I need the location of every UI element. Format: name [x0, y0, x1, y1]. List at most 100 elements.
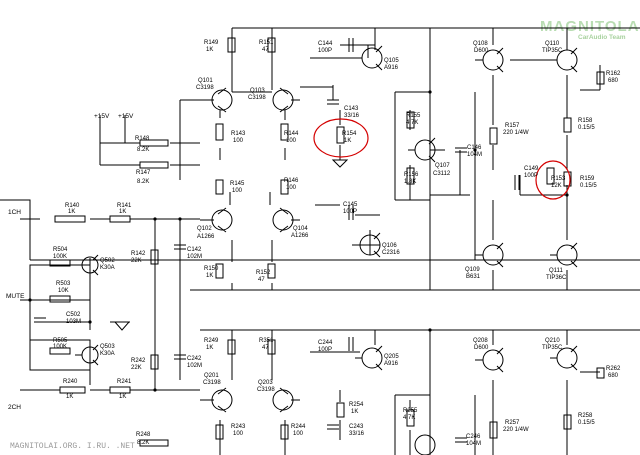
- transistor-Q104: [272, 207, 300, 233]
- highlight-r154: [313, 118, 369, 158]
- part-C246-ref: C246: [466, 434, 481, 440]
- part-R255-val: 4.7K: [403, 415, 415, 421]
- part-Q102-ref: Q102: [197, 226, 212, 232]
- part-R257-ref: R257: [505, 420, 520, 426]
- part-Q102-val: A1266: [197, 234, 215, 240]
- part-Q105-val: A916: [384, 65, 399, 71]
- part-R262-val: 680: [608, 373, 619, 379]
- part-labels: R149 1K R151 47 C144 100P Q105 A916 Q108…: [53, 40, 621, 447]
- input-2ch-label: 2CH: [8, 404, 21, 411]
- part-R150-val: 1K: [206, 273, 213, 279]
- part-C144-val: 100P: [318, 48, 332, 54]
- footer-watermark: MAGNITOLAI.ORG. I.RU. .NET: [10, 442, 135, 451]
- part-Q104-val: A1266: [291, 233, 309, 239]
- transistor-Q210: [550, 345, 578, 371]
- part-C146-ref: C146: [467, 145, 482, 151]
- part-R257-val: 220 1/4W: [503, 427, 529, 433]
- transistors: [75, 45, 578, 455]
- part-R244-ref: R244: [291, 424, 306, 430]
- part-Q502-ref: Q502: [100, 258, 115, 264]
- part-C502-ref: C502: [66, 312, 81, 318]
- part-R241-val: 1K: [119, 394, 126, 400]
- watermark-brand: MAGNITOLA: [540, 18, 640, 35]
- part-R248-ref: R248: [136, 432, 151, 438]
- transistor-Q207: [414, 434, 436, 455]
- part-R148-ref: R148: [135, 136, 150, 142]
- transistor-Q110: [550, 47, 578, 73]
- part-R351-ref: R351: [259, 338, 274, 344]
- part-Q201-ref: Q201: [204, 373, 219, 379]
- capacitors: [34, 38, 520, 443]
- part-C502-val: 103M: [66, 319, 81, 325]
- part-R145-ref: R145: [230, 181, 245, 187]
- part-R152-val: 47: [258, 277, 265, 283]
- resistor-bodies: [49, 37, 605, 447]
- part-R155-ref: R155: [406, 113, 421, 119]
- part-R158-val: 0.15/5: [578, 125, 595, 131]
- part-Q205-ref: Q205: [384, 354, 399, 360]
- part-R146-val: 100: [286, 185, 297, 191]
- part-Q210-val: TIP35C: [542, 345, 563, 351]
- transistor-Q503: [75, 344, 99, 366]
- part-R242-val: 22K: [131, 365, 142, 371]
- part-R157-ref: R157: [505, 123, 520, 129]
- part-R249-val: 1K: [206, 345, 213, 351]
- part-R143-ref: R143: [231, 131, 246, 137]
- part-R140-val: 1K: [68, 209, 75, 215]
- part-R152-ref: R152: [256, 270, 271, 276]
- part-R143-val: 100: [233, 138, 244, 144]
- part-R258-ref: R258: [578, 413, 593, 419]
- part-Q109-val: B631: [466, 274, 481, 280]
- wiring-ch1: [0, 27, 640, 385]
- part-Q109-ref: Q109: [465, 267, 480, 273]
- part-R240-ref: R240: [63, 379, 78, 385]
- part-R242-ref: R242: [131, 358, 146, 364]
- part-R505-ref: R505: [53, 338, 68, 344]
- part-R248-val: 8.2K: [137, 440, 149, 446]
- part-Q111-val: TIP36C: [546, 275, 567, 281]
- transistor-Q101: [200, 87, 233, 113]
- part-R244-val: 100: [293, 431, 304, 437]
- brand-watermark: MAGNITOLA CarAudio Team: [540, 18, 640, 41]
- part-Q101-ref: Q101: [198, 78, 213, 84]
- part-R158-ref: R158: [578, 118, 593, 124]
- mute-label: MUTE: [6, 293, 25, 300]
- part-C242-ref: C242: [187, 356, 202, 362]
- part-R149-ref: R149: [204, 40, 219, 46]
- part-R503-val: 10K: [58, 288, 69, 294]
- transistor-Q111: [550, 242, 578, 268]
- part-Q103-val: C3198: [248, 95, 266, 101]
- part-R159-ref: R159: [580, 176, 595, 182]
- part-Q106-ref: Q106: [382, 243, 397, 249]
- wiring-ch2: [20, 290, 640, 455]
- part-R249-ref: R249: [204, 338, 219, 344]
- part-R156-ref: R156: [404, 172, 419, 178]
- part-R243-val: 100: [233, 431, 244, 437]
- part-R154-val: 1K: [344, 138, 351, 144]
- part-Q104-ref: Q104: [293, 226, 308, 232]
- junction-dots: [28, 90, 569, 392]
- part-Q208-ref: Q208: [473, 338, 488, 344]
- part-R162-ref: R162: [606, 71, 621, 77]
- part-Q502-val: K30A: [100, 265, 115, 271]
- part-R145-val: 100: [232, 188, 243, 194]
- part-Q503-val: K30A: [100, 351, 115, 357]
- transistor-Q108: [475, 47, 504, 73]
- part-Q103-ref: Q103: [250, 88, 265, 94]
- part-R157-val: 220 1/4W: [503, 130, 529, 136]
- part-R146-ref: R146: [284, 178, 299, 184]
- transistor-Q107: [408, 137, 436, 163]
- part-C242-val: 102M: [187, 363, 202, 369]
- part-R159-val: 0.15/5: [580, 183, 597, 189]
- part-Q107-ref: Q107: [435, 163, 450, 169]
- part-R351-val: 47: [262, 345, 269, 351]
- part-R147-val: 8.2K: [137, 179, 149, 185]
- part-R140-ref: R140: [65, 203, 80, 209]
- part-C149-ref: C149: [524, 166, 539, 172]
- part-R150-ref: R150: [204, 266, 219, 272]
- part-Q106-val: C2316: [382, 250, 400, 256]
- part-R144-val: 100: [286, 138, 297, 144]
- part-C243-ref: C243: [349, 424, 364, 430]
- part-C244-val: 100P: [318, 347, 332, 353]
- part-Q203-val: C3198: [257, 387, 275, 393]
